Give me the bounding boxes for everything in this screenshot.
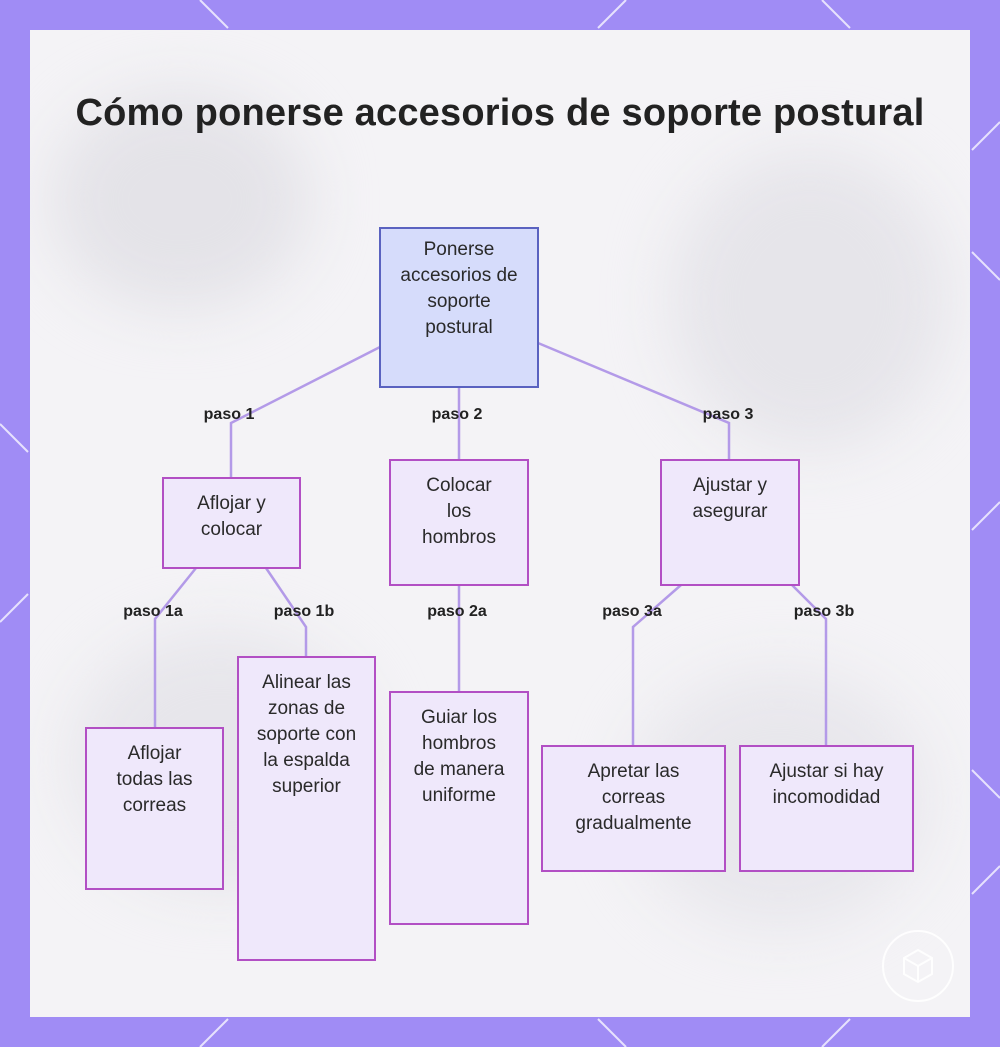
node-step1-label: Aflojar y colocar <box>197 493 266 540</box>
node-step3-label: Ajustar y asegurar <box>692 475 768 522</box>
edge-step1-step1a <box>153 567 197 728</box>
node-step3b-label: Ajustar si hay incomodidad <box>769 761 884 808</box>
node-step3a: Apretar las correas gradualmente <box>541 745 726 872</box>
node-step3b: Ajustar si hay incomodidad <box>739 745 914 872</box>
edge-label-paso-2: paso 2 <box>431 406 483 423</box>
cube-icon <box>903 948 933 984</box>
node-step2a-label: Guiar los hombros de manera uniforme <box>413 707 505 806</box>
edge-label-paso-3b: paso 3b <box>793 603 855 620</box>
node-step1: Aflojar y colocar <box>162 477 301 569</box>
edge-root-step3 <box>537 341 731 460</box>
edge-label-paso-1: paso 1 <box>203 406 255 423</box>
background-blur <box>670 150 950 450</box>
node-step2a: Guiar los hombros de manera uniforme <box>389 691 529 925</box>
page-title: Cómo ponerse accesorios de soporte postu… <box>75 92 925 134</box>
node-step1a-label: Aflojar todas las correas <box>116 743 193 816</box>
edge-step3-step3b <box>791 584 828 746</box>
edge-label-paso-2a: paso 2a <box>427 603 487 620</box>
background-blur <box>50 90 310 310</box>
node-step1b: Alinear las zonas de soporte con la espa… <box>237 656 376 961</box>
edge-step3-step3a <box>631 584 682 746</box>
node-step1b-label: Alinear las zonas de soporte con la espa… <box>256 672 357 797</box>
node-step3: Ajustar y asegurar <box>660 459 800 586</box>
edge-label-paso-1a: paso 1a <box>123 603 183 620</box>
node-root: Ponerse accesorios de soporte postural <box>379 227 539 388</box>
node-step1a: Aflojar todas las correas <box>85 727 224 890</box>
node-step2: Colocar los hombros <box>389 459 529 586</box>
node-root-label: Ponerse accesorios de soporte postural <box>400 239 518 338</box>
edge-label-paso-3a: paso 3a <box>602 603 662 620</box>
watermark-logo <box>882 930 954 1002</box>
edge-label-paso-1b: paso 1b <box>273 603 335 620</box>
node-step3a-label: Apretar las correas gradualmente <box>575 761 692 834</box>
edge-root-step1 <box>229 345 381 478</box>
edge-label-paso-3: paso 3 <box>702 406 754 423</box>
node-step2-label: Colocar los hombros <box>422 475 496 548</box>
edge-step1-step1b <box>264 567 308 657</box>
